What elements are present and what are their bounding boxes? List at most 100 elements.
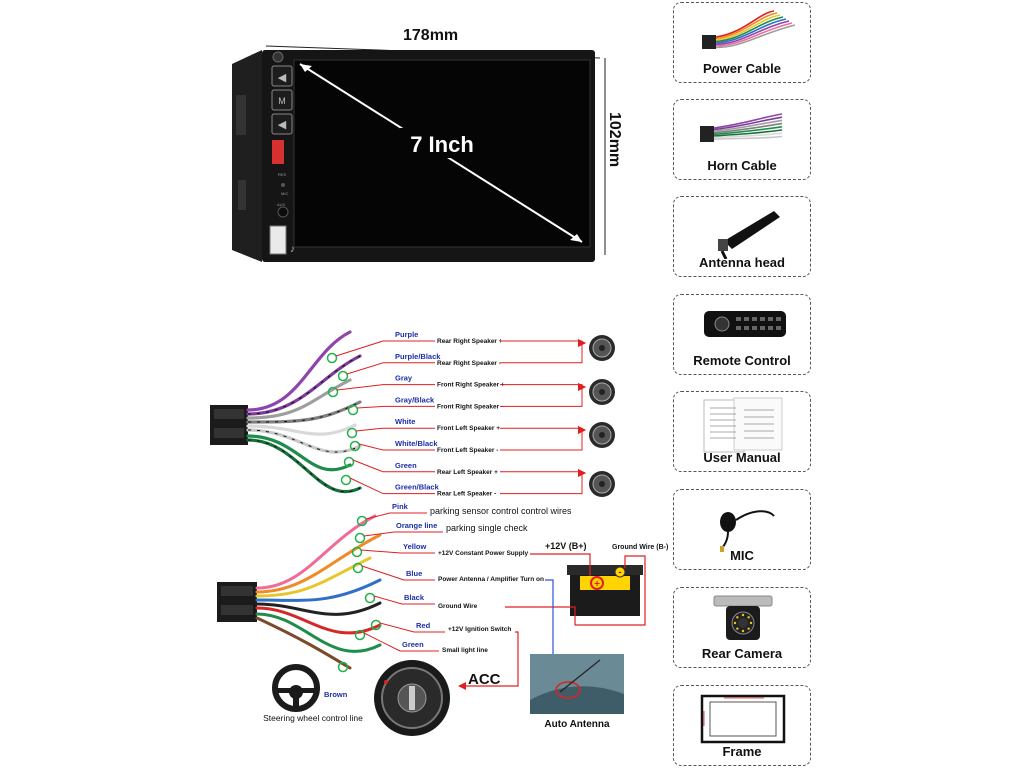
power-wire <box>255 601 382 616</box>
ignition-to-acc-line <box>462 631 519 687</box>
svg-text:-: - <box>619 567 622 577</box>
speaker-arrow-line <box>500 473 583 495</box>
user-manual-icon <box>703 397 783 453</box>
speaker-icon <box>589 471 615 497</box>
arrow-head <box>578 426 586 434</box>
power-wire-color-label: Green <box>402 640 424 649</box>
power-wire <box>255 578 382 602</box>
speaker-wire <box>246 428 362 454</box>
accessory-label: Rear Camera <box>701 646 783 661</box>
blue-to-antenna-line <box>545 579 554 662</box>
leader-line <box>379 622 415 633</box>
leader-line <box>363 632 401 652</box>
music-icon: ♪ <box>290 244 295 255</box>
speaker-arrow-line <box>500 430 583 451</box>
accessory-label: MIC <box>730 548 754 563</box>
accessory-label: Frame <box>722 744 762 759</box>
frame-icon <box>700 694 786 744</box>
auto-antenna-photo <box>530 654 624 714</box>
wire-marker-ring <box>356 515 368 527</box>
leader-line <box>356 405 384 409</box>
speaker-wire-function-label: Rear Right Speaker - <box>437 360 501 367</box>
speaker-wire-color-label: Purple/Black <box>395 352 441 361</box>
head-unit-diagram: 178mm 102mm 7 Inch ◀ M ◀ RES MIC AUX ♪ <box>232 27 623 262</box>
power-wire <box>255 612 382 653</box>
power-wire-color-label: Blue <box>406 569 422 578</box>
power-wire-function-label: parking single check <box>446 523 528 533</box>
volume-down-button[interactable] <box>271 113 293 135</box>
battery-plus-label: +12V (B+) <box>545 541 587 551</box>
aux-jack[interactable] <box>277 206 289 218</box>
unit-side-detail <box>236 95 246 135</box>
speaker-wire-function-label: Front Left Speaker + <box>437 425 500 432</box>
speaker-wire <box>246 423 357 436</box>
leader-line <box>361 565 405 581</box>
power-wire-function-label: Small light line <box>442 647 488 654</box>
speaker-wire-color-label: White/Black <box>395 439 438 448</box>
speaker-wire-color-label: Purple <box>395 330 418 339</box>
aux-label: AUX <box>277 202 286 207</box>
usb-port[interactable] <box>269 225 287 255</box>
speaker-icon: ◀ <box>278 119 287 131</box>
power-wire <box>255 514 377 590</box>
sd-slot[interactable] <box>272 140 284 164</box>
auto-antenna-label: Auto Antenna <box>544 719 610 730</box>
acc-label: ACC <box>468 671 501 688</box>
power-wire-color-label: Yellow <box>403 542 427 551</box>
power-wire <box>255 533 382 594</box>
accessory-label: Power Cable <box>702 61 782 76</box>
leader-line <box>363 531 395 537</box>
speaker-wire-color-label: Gray <box>395 374 413 383</box>
leader-line <box>360 549 402 554</box>
power-wire-color-label: Red <box>416 621 431 630</box>
wire-marker-ring <box>327 386 339 398</box>
speaker-icon: ◀ <box>278 72 287 84</box>
speaker-wire-color-label: White <box>395 417 415 426</box>
volume-up-button[interactable] <box>271 65 293 87</box>
svg-text:+: + <box>594 579 600 590</box>
steering-wheel-icon <box>272 664 320 712</box>
power-knob-icon[interactable] <box>272 51 284 63</box>
leader-line <box>336 384 384 391</box>
height-dimension-label: 102mm <box>606 112 623 167</box>
car-battery: + - <box>567 565 643 616</box>
speaker-wire <box>246 434 352 472</box>
speaker-wire <box>246 378 352 420</box>
res-label: RES <box>278 172 287 177</box>
speaker-wire <box>246 330 352 412</box>
accessory-card-rear-camera: Rear Camera <box>673 587 811 668</box>
accessory-label: Antenna head <box>699 255 785 270</box>
accessory-card-user-manual: User Manual <box>673 391 811 472</box>
power-wire-color-label: Orange line <box>396 521 437 530</box>
leader-line <box>355 427 384 432</box>
ignition-switch-icon <box>374 660 450 736</box>
accessory-card-frame: Frame <box>673 685 811 766</box>
wire-marker-ring <box>351 546 363 558</box>
wire-marker-ring <box>347 404 359 416</box>
accessory-card-antenna-head: Antenna head <box>673 196 811 277</box>
accessory-label: User Manual <box>703 450 781 465</box>
power-wire-color-label: Brown <box>324 690 348 699</box>
unit-side-detail <box>238 180 246 210</box>
speaker-wire-function-label: Rear Left Speaker - <box>437 491 496 498</box>
leader-line <box>358 443 384 451</box>
power-wire-function-label: parking sensor control control wires <box>430 506 572 516</box>
width-dimension-label: 178mm <box>403 27 458 44</box>
speaker-wire <box>246 438 362 494</box>
power-wire-function-label: +12V Ignition Switch <box>448 626 511 633</box>
accessory-card-remote-control: Remote Control <box>673 294 811 375</box>
arrow-head <box>578 469 586 477</box>
menu-button[interactable] <box>271 89 293 111</box>
reset-hole[interactable] <box>281 183 285 187</box>
wire-marker-ring <box>340 474 352 486</box>
speaker-arrow-line <box>500 387 583 407</box>
rear-camera-icon <box>713 595 773 640</box>
power-wire-function-label: +12V Constant Power Supply <box>438 550 529 557</box>
speaker-wire-color-label: Green <box>395 461 417 470</box>
wire-marker-ring <box>337 661 349 673</box>
wire-marker-ring <box>346 427 358 439</box>
speaker-wire-function-label: Rear Left Speaker + <box>437 469 498 476</box>
power-wire-color-label: Black <box>404 593 425 602</box>
